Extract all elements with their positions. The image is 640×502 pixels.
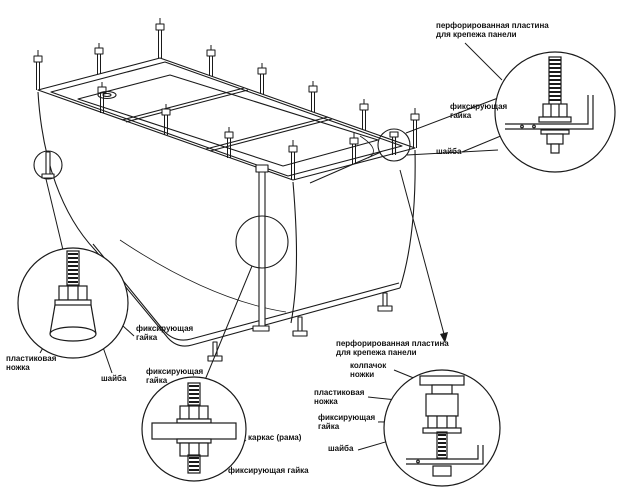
label-fixing-nut-left: фиксирующая гайка xyxy=(136,324,194,342)
label-plastic-leg-right: пластиковая ножка xyxy=(314,388,365,406)
label-plastic-leg-left: пластиковая ножка xyxy=(6,354,57,372)
pointer-line-tr xyxy=(309,151,382,184)
fixing-nut-bottom xyxy=(179,442,209,457)
label-washer-left: шайба xyxy=(101,374,127,383)
detail-bottom-right xyxy=(383,369,501,487)
label-fixing-nut-center-bottom: фиксирующая гайка xyxy=(228,466,309,475)
washer xyxy=(54,299,92,306)
detail-left xyxy=(17,247,129,359)
fixing-nut xyxy=(58,285,88,301)
label-washer-bottom-right: шайба xyxy=(328,444,354,453)
highlight-circle-center xyxy=(235,215,289,269)
foot-cap xyxy=(419,375,465,386)
plastic-foot xyxy=(425,393,459,417)
highlight-circle-right xyxy=(377,128,411,162)
perforated-plate xyxy=(406,445,479,460)
label-frame-rama: каркас (рама) xyxy=(248,433,302,442)
label-fixing-nut-center-top: фиксирующая гайка xyxy=(146,367,204,385)
label-washer-top-right: шайба xyxy=(436,147,462,156)
label-fixing-nut-top-right: фиксирующая гайка xyxy=(450,102,508,120)
perforated-plate xyxy=(505,95,589,125)
leader-plate-top xyxy=(464,42,503,81)
frame-tube xyxy=(151,422,237,440)
fixing-nut-top xyxy=(179,405,209,420)
frame-studs xyxy=(33,17,420,181)
label-leg-cap: колпачок ножки xyxy=(350,361,387,379)
label-fixing-nut-bottom-right: фиксирующая гайка xyxy=(318,413,376,431)
fixing-nut xyxy=(427,415,457,429)
cone-line-tr-upper xyxy=(405,97,499,134)
highlight-circle-left xyxy=(33,150,63,180)
label-perforated-plate-bottom: перфорированная пластина для крепежа пан… xyxy=(336,339,449,357)
detail-top-right xyxy=(494,51,616,173)
label-perforated-plate-top: перфорированная пластина для крепежа пан… xyxy=(436,21,549,39)
cone-line-left xyxy=(45,178,64,251)
front-leg-rod xyxy=(252,164,270,332)
arrow-line-br xyxy=(399,169,445,335)
main-drawing xyxy=(33,17,420,362)
fixing-nut xyxy=(542,103,568,118)
cone-line-center xyxy=(204,265,253,381)
right-stud-in-circle xyxy=(389,131,399,155)
cone-line-tr-lower xyxy=(406,149,499,156)
support-frame xyxy=(37,57,416,181)
detail-bottom-center xyxy=(141,376,247,482)
plastic-foot xyxy=(49,304,56,335)
arrowhead-br xyxy=(440,332,448,343)
washer xyxy=(422,427,462,434)
washer xyxy=(538,116,572,123)
